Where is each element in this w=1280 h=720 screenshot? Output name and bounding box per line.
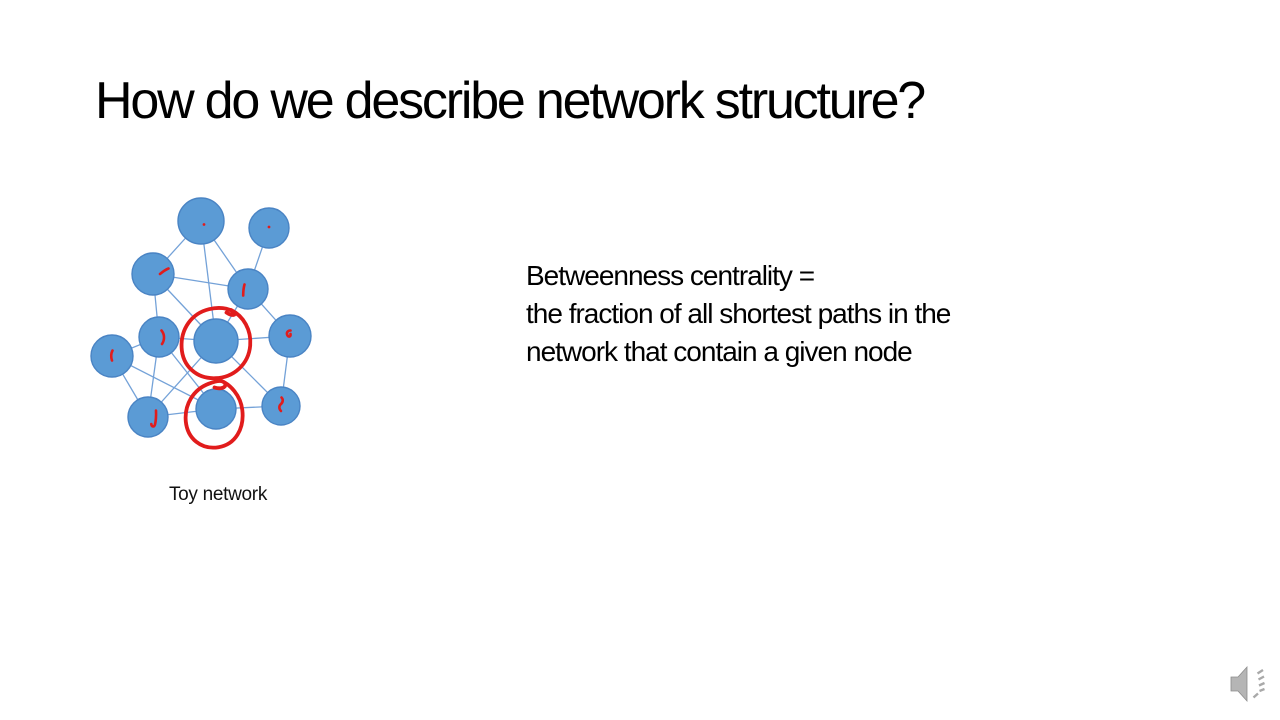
sound-wave-dash bbox=[1256, 668, 1264, 675]
toy-network-diagram bbox=[90, 197, 312, 450]
sound-wave-dash bbox=[1257, 675, 1265, 681]
sound-wave-dash bbox=[1252, 692, 1259, 699]
red-pen-mark bbox=[158, 267, 170, 276]
network-node bbox=[195, 388, 237, 430]
red-pen-mark bbox=[150, 409, 158, 428]
definition-line-2: the fraction of all shortest paths in th… bbox=[526, 298, 951, 329]
red-pen-mark bbox=[241, 283, 246, 297]
network-node bbox=[138, 316, 180, 358]
definition-line-3: network that contain a given node bbox=[526, 336, 913, 367]
sound-wave-dash bbox=[1258, 681, 1265, 687]
definition-text-block: Betweenness centrality = the fraction of… bbox=[526, 257, 1086, 371]
diagram-caption: Toy network bbox=[168, 484, 268, 505]
sound-wave-dash bbox=[1259, 687, 1265, 693]
network-node bbox=[127, 396, 169, 438]
network-node bbox=[261, 386, 301, 426]
audio-speaker-icon[interactable] bbox=[1222, 658, 1274, 710]
red-highlight-circle bbox=[179, 306, 253, 381]
network-node bbox=[131, 252, 175, 296]
definition-line-1: Betweenness centrality = bbox=[526, 260, 815, 291]
red-pen-mark bbox=[109, 349, 114, 362]
network-node bbox=[227, 268, 269, 310]
red-pen-dot bbox=[267, 225, 271, 229]
network-node bbox=[193, 318, 239, 364]
red-highlight-circle bbox=[183, 379, 245, 450]
red-pen-mark bbox=[278, 396, 285, 413]
red-pen-dot bbox=[202, 223, 206, 226]
red-pen-mark bbox=[160, 329, 166, 346]
red-pen-mark bbox=[285, 329, 292, 338]
slide-title: How do we describe network structure? bbox=[95, 72, 926, 130]
network-node bbox=[177, 197, 225, 245]
speaker-cone bbox=[1230, 665, 1248, 703]
